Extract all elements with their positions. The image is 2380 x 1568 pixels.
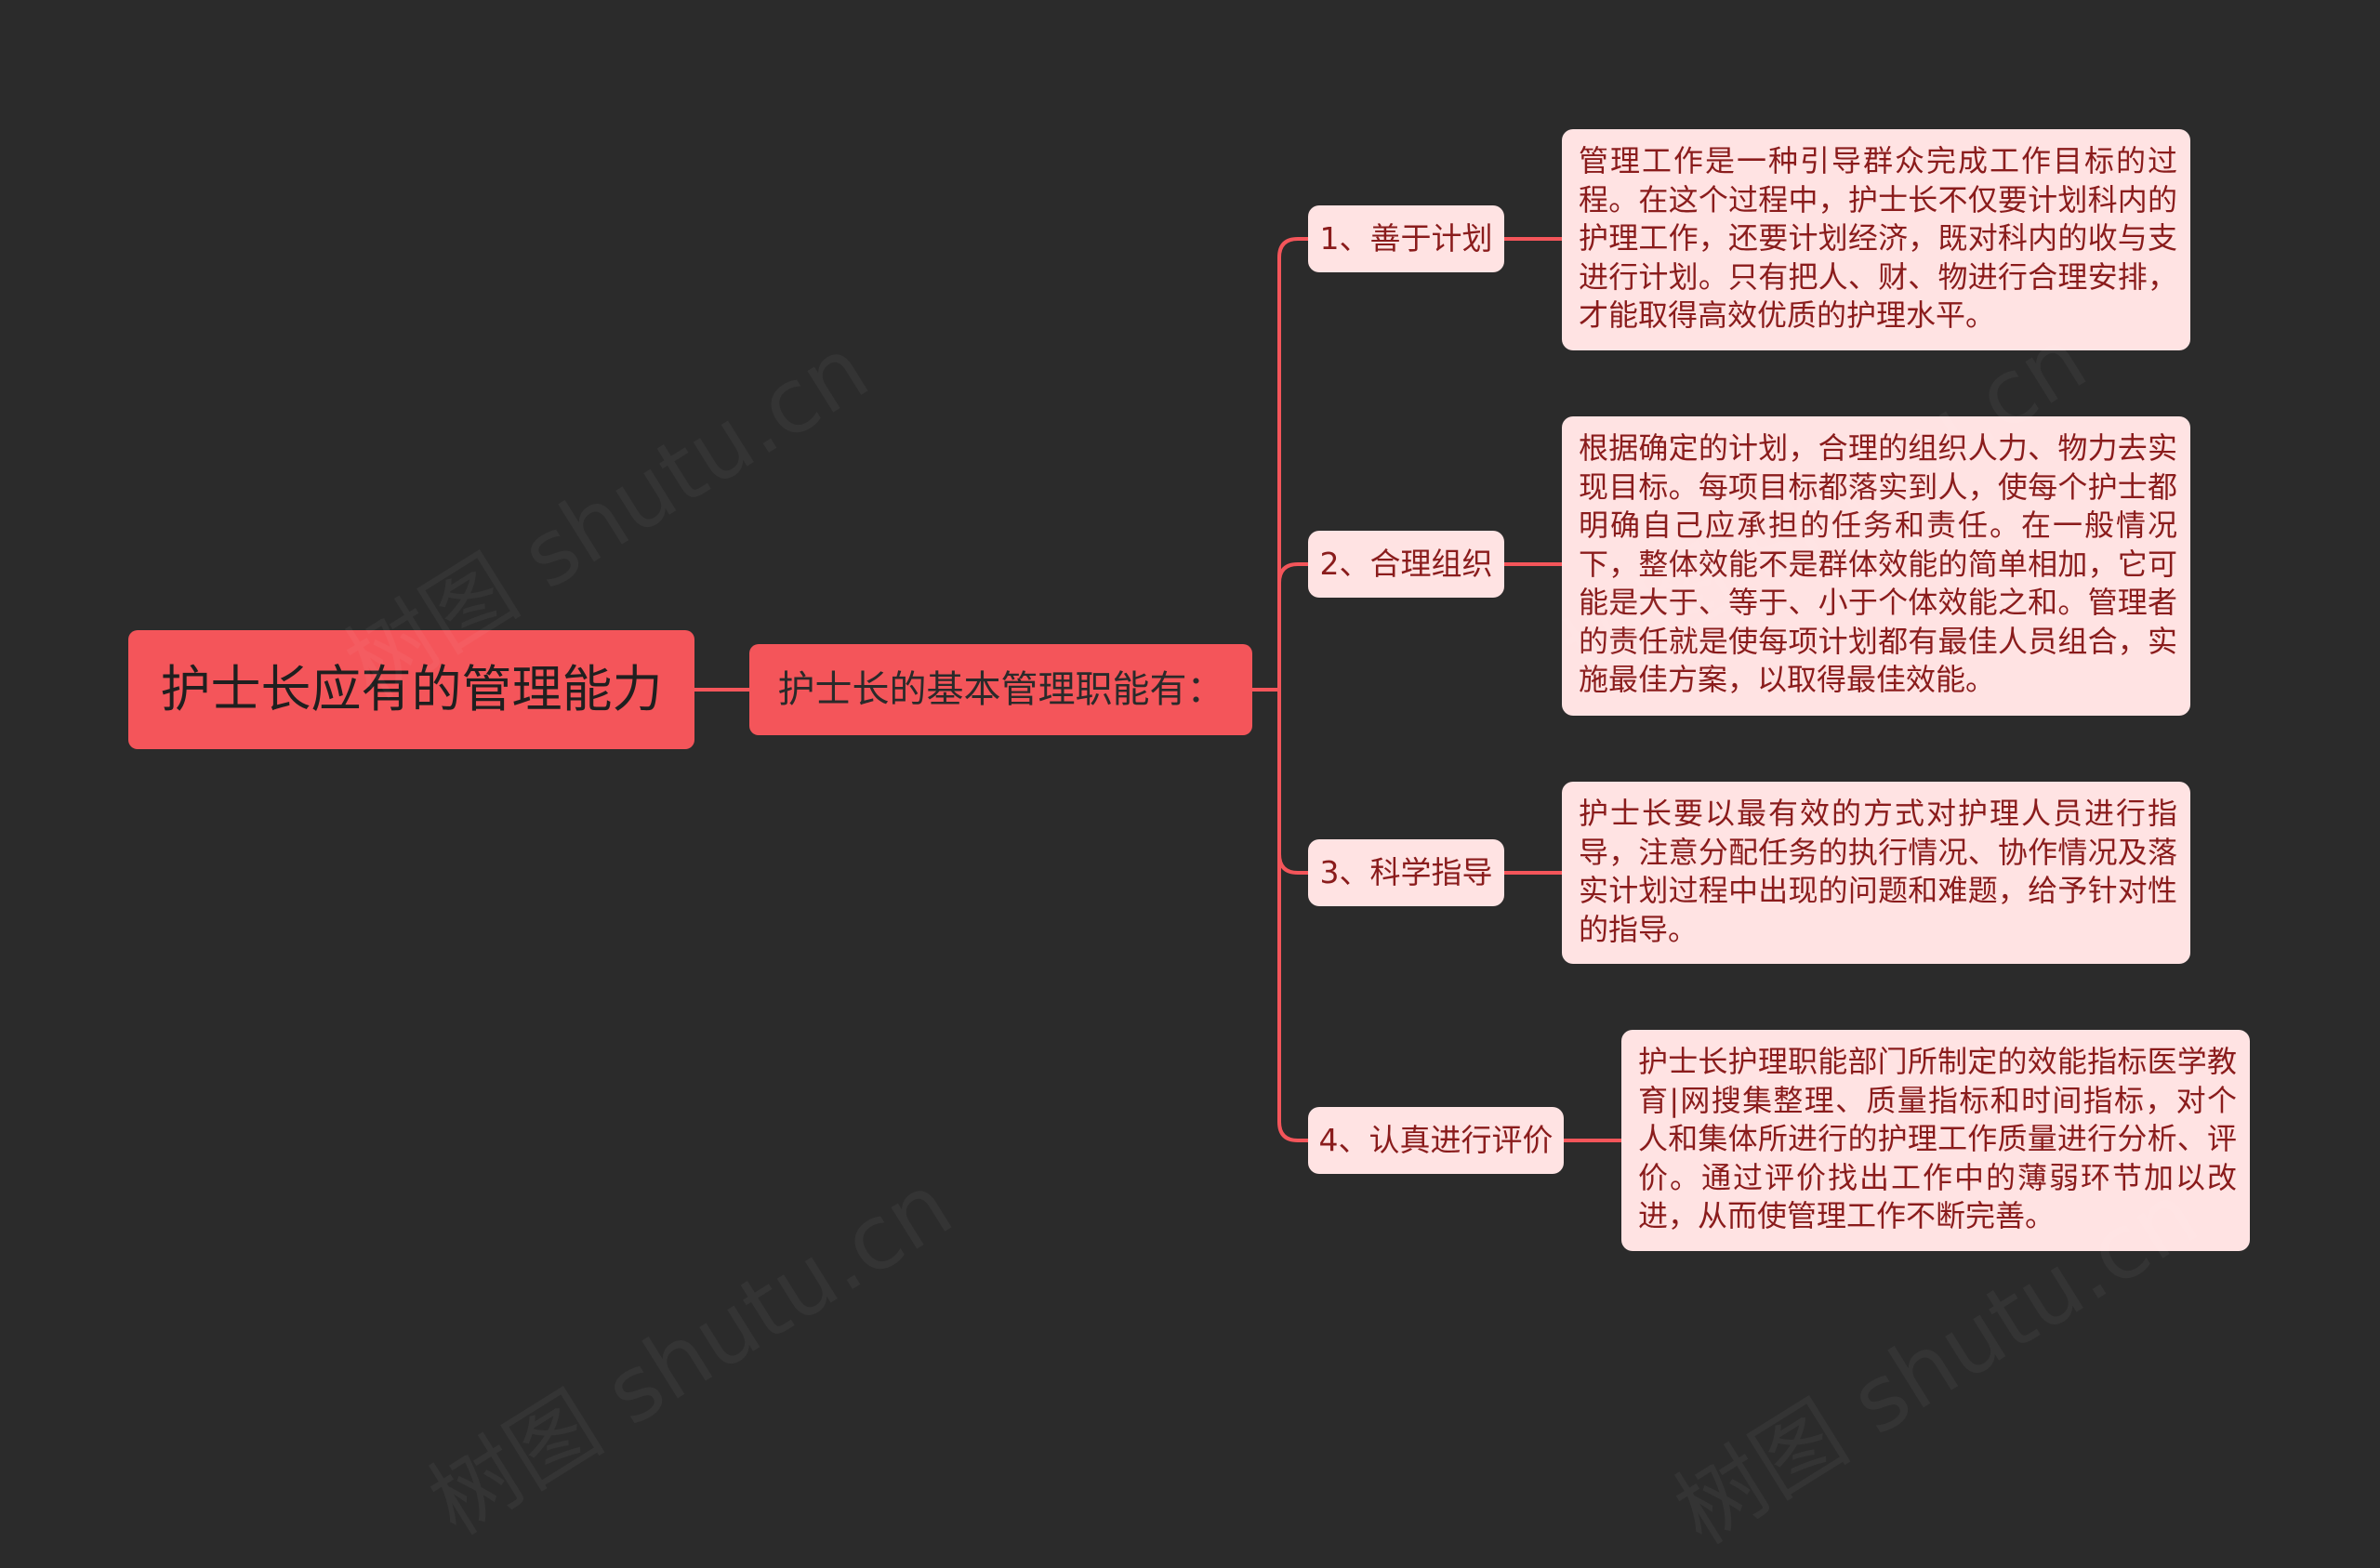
branch-topic-2[interactable]: 2、合理组织 [1308, 531, 1504, 598]
subtopic-main[interactable]: 护士长的基本管理职能有： [749, 644, 1252, 735]
detail-topic-4[interactable]: 护士长护理职能部门所制定的效能指标医学教育|网搜集整理、质量指标和时间指标，对个… [1621, 1030, 2250, 1251]
branch-topic-1[interactable]: 1、善于计划 [1308, 205, 1504, 272]
detail-topic-1[interactable]: 管理工作是一种引导群众完成工作目标的过程。在这个过程中，护士长不仅要计划科内的护… [1562, 129, 2190, 350]
connector-sub-to-branch-3 [1277, 690, 1308, 875]
branch-topic-4[interactable]: 4、认真进行评价 [1308, 1107, 1564, 1174]
connector-sub-to-branch-2 [1277, 562, 1308, 690]
detail-topic-3[interactable]: 护士长要以最有效的方式对护理人员进行指导，注意分配任务的执行情况、协作情况及落实… [1562, 782, 2190, 964]
detail-topic-2[interactable]: 根据确定的计划，合理的组织人力、物力去实现目标。每项目标都落实到人，使每个护士都… [1562, 416, 2190, 716]
connector-sub-to-branch-4 [1277, 690, 1308, 1142]
root-topic[interactable]: 护士长应有的管理能力 [128, 630, 694, 749]
branch-topic-3[interactable]: 3、科学指导 [1308, 839, 1504, 906]
mindmap-canvas: 护士长应有的管理能力 护士长的基本管理职能有： 1、善于计划 2、合理组织 3、… [128, 129, 2250, 1251]
connector-sub-to-branch-1 [1252, 237, 1308, 692]
connector-lines [694, 237, 1621, 1142]
